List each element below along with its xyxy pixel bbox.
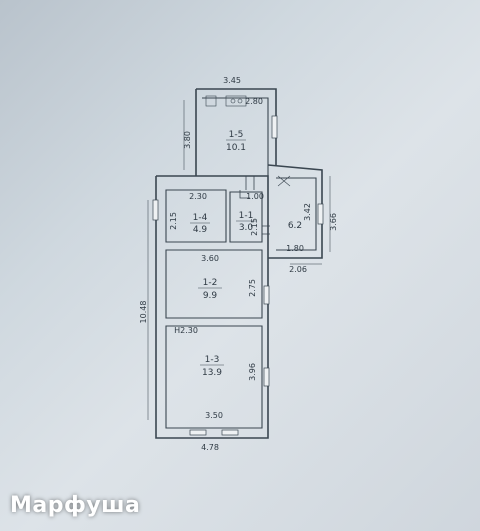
dim-room-1-2-height: 2.75	[248, 279, 257, 297]
dim-room-1-1-height: 2.15	[250, 218, 259, 236]
room-area: 10.1	[226, 143, 246, 153]
room-id: 1-3	[205, 355, 220, 365]
dimension-lines	[147, 100, 331, 420]
dim-top-inner-width: 2.80	[245, 97, 263, 106]
room-id: 1-5	[229, 130, 244, 140]
dim-room-1-3-width-top: H2.30	[174, 326, 198, 335]
dim-room-1-4-width: 2.30	[189, 192, 207, 201]
room-1-1-label: 1-1 3.0	[236, 211, 256, 233]
dim-room-1-3-width: 3.50	[205, 411, 223, 420]
room-area: 4.9	[193, 225, 208, 235]
windows	[152, 115, 324, 436]
room-area: 6.2	[288, 221, 302, 231]
dim-room-1-3-height: 3.96	[248, 363, 257, 381]
fixtures	[205, 95, 291, 187]
dim-room-1-4-height: 2.15	[169, 212, 178, 230]
room-area: 3.0	[239, 223, 254, 233]
exterior-walls	[155, 88, 323, 439]
dim-overall-width: 4.78	[201, 443, 219, 452]
room-id: 1-2	[203, 278, 218, 288]
dim-annex-height: 3.42	[303, 203, 312, 221]
dim-top-width: 3.45	[223, 76, 241, 85]
dim-room-1-2-width: 3.60	[201, 254, 219, 263]
room-1-4-label: 1-4 4.9	[190, 213, 210, 235]
dim-overall-height: 10.48	[139, 301, 148, 324]
dim-top-height: 3.80	[183, 131, 192, 149]
dim-annex-outer-height: 3.66	[329, 213, 338, 231]
room-area: 9.9	[203, 291, 218, 301]
room-id: 1-1	[239, 211, 254, 221]
room-1-5-label: 1-5 10.1	[226, 130, 246, 153]
room-annex-label: 6.2	[288, 221, 302, 231]
interior-walls	[165, 97, 317, 429]
dim-room-1-1-width: 1.00	[246, 192, 264, 201]
watermark: Марфуша	[10, 493, 141, 518]
room-area: 13.9	[202, 368, 222, 378]
doors	[239, 176, 270, 235]
dim-annex-outer-width: 2.06	[289, 265, 307, 274]
dim-annex-inner-width: 1.80	[286, 244, 304, 253]
room-1-2-label: 1-2 9.9	[198, 278, 222, 301]
room-id: 1-4	[193, 213, 208, 223]
room-1-3-label: 1-3 13.9	[200, 355, 224, 378]
